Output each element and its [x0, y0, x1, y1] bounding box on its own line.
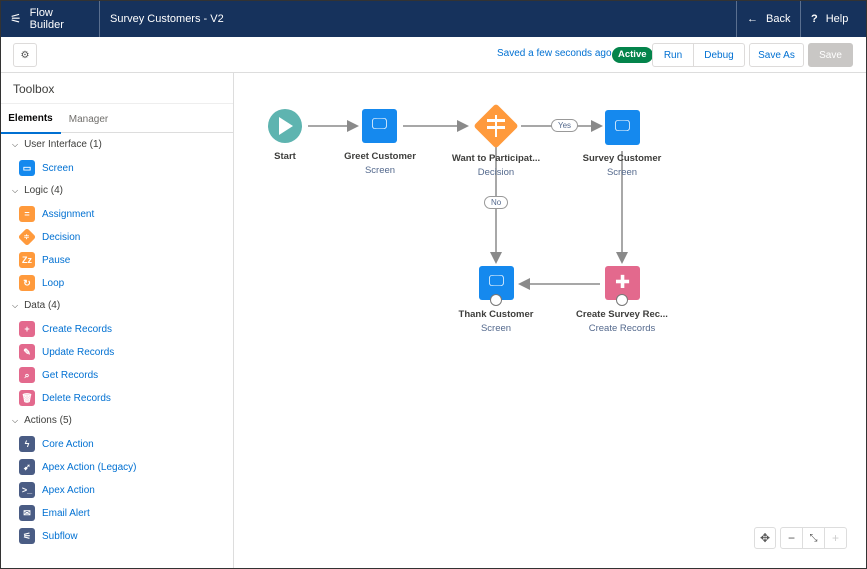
screen-icon: 🖵 — [488, 273, 505, 290]
create-records-icon: + — [19, 321, 35, 337]
toolbox-item-delete-records[interactable]: 🗑Delete Records — [19, 390, 111, 406]
flow-title: Survey Customers - V2 — [110, 12, 224, 25]
gear-icon: ⚙ — [20, 49, 30, 61]
toolbox-item-create-records[interactable]: +Create Records — [19, 321, 112, 337]
minus-icon: − — [787, 531, 795, 545]
section-header[interactable]: ⌵Actions (5) — [12, 415, 72, 426]
zoom-in-button[interactable]: + — [824, 527, 847, 549]
create-type: Create Records — [588, 323, 656, 334]
toolbox-item-screen[interactable]: ▭Screen — [19, 160, 74, 176]
decision-label: Want to Participat... — [451, 153, 541, 164]
chevron-down-icon: ⌵ — [12, 415, 19, 425]
help-icon: ? — [811, 12, 818, 25]
create-label: Create Survey Rec... — [576, 309, 668, 320]
move-icon: ✥ — [759, 531, 771, 545]
toolbox-item-update-records[interactable]: ✎Update Records — [19, 344, 114, 360]
create-survey-records-node[interactable]: ✚ — [605, 266, 640, 306]
subflow-icon: ⚟ — [19, 528, 35, 544]
toolbox-item-email-alert[interactable]: ✉Email Alert — [19, 505, 90, 521]
thank-label: Thank Customer — [458, 309, 534, 320]
get-records-icon: ⌕ — [19, 367, 35, 383]
debug-button[interactable]: Debug — [693, 43, 745, 67]
section-header[interactable]: ⌵Data (4) — [12, 300, 61, 311]
connectors — [268, 104, 628, 290]
greet-type: Screen — [364, 165, 396, 176]
section-header[interactable]: ⌵User Interface (1) — [12, 139, 102, 150]
start-label: Start — [274, 151, 296, 162]
apex-icon: >_ — [19, 482, 35, 498]
greet-customer-node[interactable]: 🖵 — [362, 109, 397, 143]
zoom-out-button[interactable]: − — [780, 527, 803, 549]
help-button[interactable]: ?Help — [811, 12, 849, 25]
settings-button[interactable]: ⚙ — [13, 43, 37, 67]
chevron-down-icon: ⌵ — [12, 300, 19, 310]
contract-icon: ⤡ — [809, 532, 818, 544]
screen-icon: 🖵 — [371, 116, 388, 133]
bolt-icon: ϟ — [19, 436, 35, 452]
update-records-icon: ✎ — [19, 344, 35, 360]
tab-elements[interactable]: Elements — [0, 104, 61, 134]
chevron-down-icon: ⌵ — [12, 185, 19, 195]
survey-label: Survey Customer — [582, 153, 662, 164]
tab-manager[interactable]: Manager — [68, 113, 109, 125]
toolbox-item-get-records[interactable]: ⌕Get Records — [19, 367, 98, 383]
back-arrow-icon: ← — [747, 12, 758, 25]
survey-customer-node[interactable]: 🖵 — [605, 110, 640, 145]
section-header[interactable]: ⌵Logic (4) — [12, 185, 63, 196]
flow-canvas[interactable]: Start 🖵 Greet Customer Screen Want to Pa… — [234, 73, 867, 569]
decision-icon: ≑ — [17, 227, 37, 247]
back-button[interactable]: ←Back — [736, 0, 801, 37]
pan-button[interactable]: ✥ — [754, 527, 776, 549]
app-name: ⚟Flow Builder — [0, 0, 100, 37]
fault-connector-handle[interactable] — [616, 294, 628, 306]
thank-customer-node[interactable]: 🖵 — [479, 266, 514, 306]
toolbox-item-subflow[interactable]: ⚟Subflow — [19, 528, 78, 544]
no-connector-label: No — [484, 196, 509, 209]
save-as-button[interactable]: Save As — [749, 43, 804, 67]
active-badge: Active — [612, 47, 653, 63]
create-records-icon: ✚ — [614, 272, 631, 292]
flow-icon: ⚟ — [10, 10, 22, 26]
email-icon: ✉ — [19, 505, 35, 521]
toolbox-item-decision[interactable]: ≑Decision — [17, 227, 80, 247]
fit-to-view-button[interactable]: ⤡ — [802, 527, 825, 549]
toolbox-panel: Toolbox Elements Manager ⌵User Interface… — [0, 73, 234, 569]
survey-type: Screen — [606, 167, 638, 178]
run-button[interactable]: Run — [652, 43, 694, 67]
toolbox-title: Toolbox — [13, 82, 55, 96]
app-header: ⚟Flow Builder Survey Customers - V2 ←Bac… — [0, 0, 867, 37]
assignment-icon: = — [19, 206, 35, 222]
toolbox-item-apex-action-legacy[interactable]: ➹Apex Action (Legacy) — [19, 459, 137, 475]
plus-icon: + — [831, 531, 839, 545]
screen-icon: ▭ — [19, 160, 35, 176]
pause-icon: Zz — [19, 252, 35, 268]
greet-label: Greet Customer — [344, 151, 416, 162]
decision-icon — [495, 115, 497, 137]
toolbar: ⚙ Saved a few seconds ago Active Run Deb… — [0, 37, 867, 73]
decision-type: Decision — [477, 167, 515, 178]
apex-legacy-icon: ➹ — [19, 459, 35, 475]
fault-connector-handle[interactable] — [490, 294, 502, 306]
thank-type: Screen — [480, 323, 512, 334]
screen-icon: 🖵 — [614, 118, 631, 135]
toolbox-item-loop[interactable]: ↻Loop — [19, 275, 64, 291]
toolbox-item-assignment[interactable]: =Assignment — [19, 206, 94, 222]
play-icon — [279, 117, 293, 135]
chevron-down-icon: ⌵ — [12, 139, 19, 149]
yes-connector-label: Yes — [551, 119, 579, 132]
save-status: Saved a few seconds ago — [497, 48, 612, 59]
delete-records-icon: 🗑 — [19, 390, 35, 406]
toolbox-item-apex-action[interactable]: >_Apex Action — [19, 482, 95, 498]
loop-icon: ↻ — [19, 275, 35, 291]
save-button[interactable]: Save — [808, 43, 853, 67]
